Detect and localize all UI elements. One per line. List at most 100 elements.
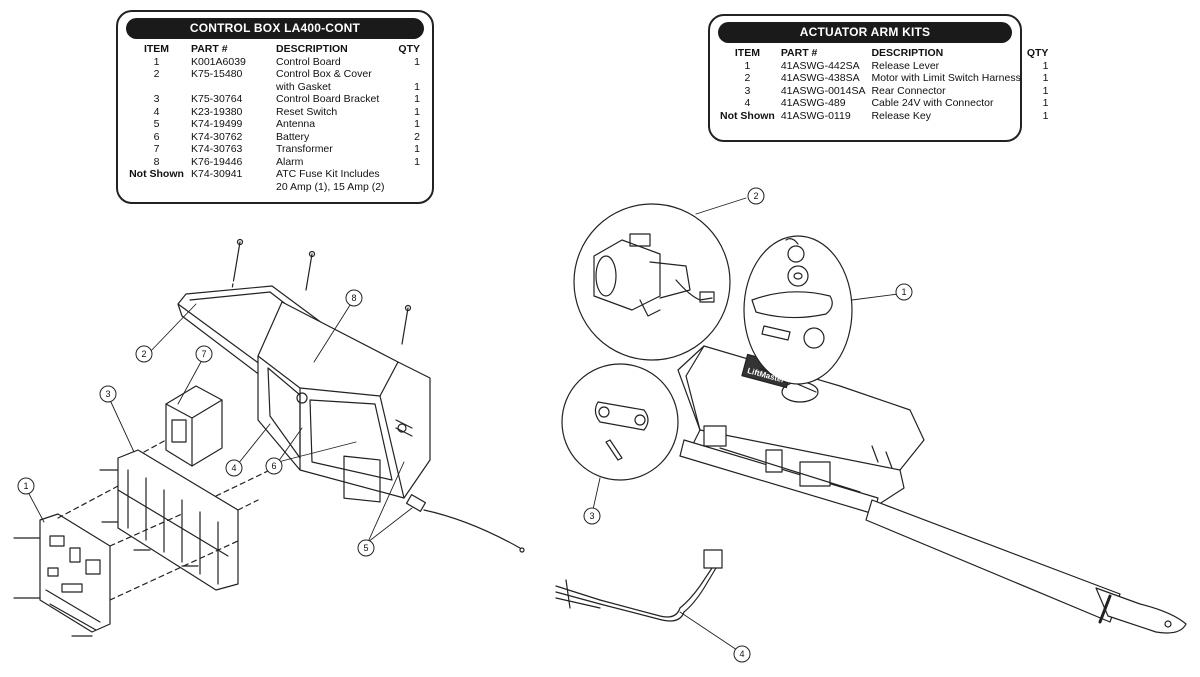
table-row: 6 K74-30762 Battery 2 [128, 131, 426, 144]
description-line: 20 Amp (1), 15 Amp (2) [275, 180, 385, 193]
description-line: ATC Fuse Kit Includes [275, 168, 380, 180]
description-cell: Alarm [275, 155, 304, 168]
part-cell: K23-19380 [191, 105, 243, 118]
qty-cell: 1 [414, 118, 420, 130]
control-board [39, 513, 111, 633]
board-screws [13, 469, 199, 637]
description-cell: Antenna [275, 118, 316, 130]
col-qty: QTY [1026, 47, 1049, 59]
col-item: ITEM [734, 47, 760, 59]
callout-3: 3 [583, 507, 601, 525]
svg-text:3: 3 [105, 389, 110, 399]
table-row: 1 K001A6039 Control Board 1 [128, 56, 426, 69]
transformer [165, 385, 223, 467]
control-box-title: CONTROL BOX LA400-CONT [126, 18, 424, 39]
col-part: PART # [191, 43, 228, 55]
part-cell: K74-30762 [191, 130, 243, 143]
svg-text:2: 2 [753, 191, 758, 201]
release-lever-detail-circle [743, 235, 853, 385]
table-row: 8 K76-19446 Alarm 1 [128, 156, 426, 169]
qty-cell: 1 [414, 55, 420, 68]
table-header-row: ITEM PART # DESCRIPTION QTY [128, 43, 426, 56]
col-description: DESCRIPTION [871, 47, 944, 59]
item-cell: Not Shown [129, 168, 184, 180]
description-cell: Release Key [871, 109, 932, 122]
table-header-row: ITEM PART # DESCRIPTION QTY [720, 47, 1054, 60]
part-cell: K74-30941 [191, 168, 243, 180]
description-cell: Reset Switch [275, 105, 338, 118]
description-cell: Control Board Bracket [275, 93, 380, 105]
description-cell: Control Board [275, 55, 341, 68]
item-cell: 1 [153, 55, 160, 68]
description-line: with Gasket [275, 80, 331, 93]
item-cell: Not Shown [720, 109, 775, 122]
item-cell: 8 [153, 155, 160, 168]
svg-text:4: 4 [231, 463, 236, 473]
callout-6: 6 [265, 457, 283, 475]
table-row: 1 41ASWG-442SA Release Lever 1 [720, 60, 1054, 73]
callout-5: 5 [357, 539, 375, 557]
callout-1: 1 [895, 283, 913, 301]
motor-detail-circle [573, 203, 731, 361]
callout-8: 8 [345, 289, 363, 307]
control-box-body [257, 301, 431, 503]
actuator-extension-tube [865, 499, 1187, 634]
part-cell: K74-30763 [191, 143, 243, 155]
item-cell: 6 [153, 130, 160, 143]
part-cell: 41ASWG-0014SA [780, 84, 866, 97]
svg-text:4: 4 [739, 649, 744, 659]
svg-text:3: 3 [589, 511, 594, 521]
table-row: 3 41ASWG-0014SA Rear Connector 1 [720, 85, 1054, 98]
qty-cell: 2 [414, 130, 420, 143]
actuator-kits-title: ACTUATOR ARM KITS [718, 22, 1012, 43]
callout-2: 2 [747, 187, 765, 205]
table-row: 4 K23-19380 Reset Switch 1 [128, 106, 426, 119]
part-cell: K76-19446 [191, 155, 243, 168]
rear-connector-detail-circle [561, 363, 679, 481]
callout-1: 1 [17, 477, 35, 495]
qty-cell: 1 [414, 80, 420, 93]
svg-text:1: 1 [901, 287, 906, 297]
part-cell: K75-30764 [191, 93, 243, 105]
svg-text:1: 1 [23, 481, 28, 491]
svg-text:7: 7 [201, 349, 206, 359]
qty-cell: 1 [1042, 109, 1049, 122]
assembly-lines [57, 439, 271, 601]
qty-cell: 1 [414, 93, 420, 105]
svg-text:5: 5 [363, 543, 368, 553]
description-cell: Release Lever [871, 59, 940, 72]
qty-cell: 1 [1042, 97, 1049, 109]
table-row: Not Shown 41ASWG-0119 Release Key 1 [720, 110, 1054, 123]
table-row: 4 41ASWG-489 Cable 24V with Connector 1 [720, 97, 1054, 110]
cable-24v [555, 549, 723, 622]
description-cell: Transformer [275, 143, 333, 155]
table-row: 7 K74-30763 Transformer 1 [128, 143, 426, 156]
item-cell: 2 [744, 72, 751, 84]
qty-cell: 1 [1042, 72, 1049, 84]
callout-3: 3 [99, 385, 117, 403]
callout-4: 4 [225, 459, 243, 477]
description-cell: Cable 24V with Connector [871, 97, 994, 109]
actuator-kits-table: ITEM PART # DESCRIPTION QTY 1 41ASWG-442… [720, 47, 1054, 122]
qty-cell: 1 [414, 155, 420, 168]
item-cell: 3 [744, 84, 751, 97]
control-box-parts-table: CONTROL BOX LA400-CONT ITEM PART # DESCR… [116, 10, 434, 204]
part-cell: 41ASWG-489 [780, 97, 846, 109]
svg-text:2: 2 [141, 349, 146, 359]
item-cell: 5 [153, 118, 160, 130]
col-part: PART # [780, 47, 818, 59]
callout-4: 4 [733, 645, 751, 663]
description-cell: Battery [275, 130, 310, 143]
table-row: 5 K74-19499 Antenna 1 [128, 118, 426, 131]
actuator-internals [679, 425, 879, 515]
actuator-kits-parts-table: ACTUATOR ARM KITS ITEM PART # DESCRIPTIO… [708, 14, 1048, 142]
callout-7: 7 [195, 345, 213, 363]
description-line: Control Box & Cover [275, 68, 372, 80]
item-cell: 1 [744, 59, 751, 72]
col-qty: QTY [398, 43, 420, 55]
callout-leaders-control [27, 301, 413, 543]
part-cell: 41ASWG-442SA [780, 59, 860, 72]
callouts-actuator: 1 2 3 4 [583, 187, 913, 663]
